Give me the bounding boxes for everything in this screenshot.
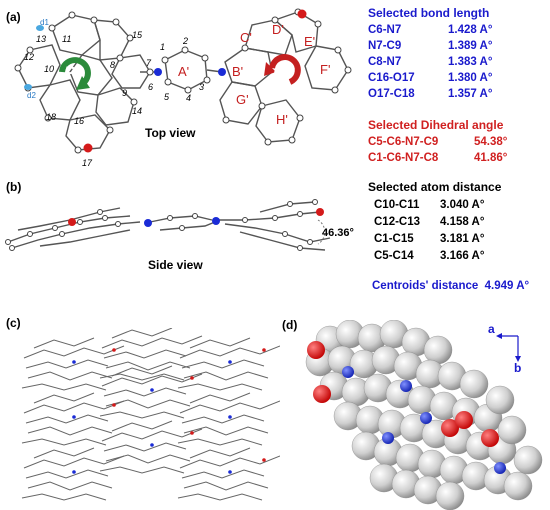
panel-label-b: (b): [6, 180, 22, 194]
atom-label-3: 3: [199, 82, 204, 92]
chirality-label-m: M: [272, 67, 287, 86]
atom-label-9: 9: [122, 88, 127, 98]
oxygen-atom-right: [297, 9, 307, 19]
atom-label-16: 16: [74, 116, 84, 126]
atom-label-6: 6: [148, 82, 153, 92]
caption-side-view: Side view: [148, 258, 203, 272]
dihedral-title: Selected Dihedral angle: [368, 118, 504, 132]
ring-label-f: F': [320, 62, 330, 77]
atom-label-8: 8: [110, 60, 115, 70]
panel-label-c: (c): [6, 316, 21, 330]
atom-label-11: 11: [62, 34, 71, 44]
ring-label-d: D': [272, 22, 284, 37]
ring-label-a: A': [178, 64, 189, 79]
panel-label-a: (a): [6, 10, 21, 24]
ring-label-c: C': [240, 30, 252, 45]
nitrogen-atom-right: [218, 68, 226, 76]
p-helicity-arrow-icon: [59, 57, 91, 87]
atom-label-12: 12: [24, 52, 34, 62]
axis-label-b: b: [514, 361, 521, 375]
ring-label-e: E': [304, 34, 315, 49]
m-helicity-arrow-icon: [269, 54, 301, 85]
centroids-distance: Centroids' distance 4.949 A°: [372, 280, 530, 292]
axis-label-a: a: [488, 322, 495, 336]
side-view-molecule: 46.36°: [5, 199, 354, 251]
atom-label-1: 1: [160, 42, 165, 52]
atom-label-10: 10: [44, 64, 54, 74]
panel-label-d: (d): [282, 318, 298, 332]
atom-distance-title: Selected atom distance: [368, 180, 502, 194]
chirality-label-p: P: [64, 63, 76, 82]
oxygen-atom-left: [83, 143, 93, 153]
nitrogen-atom-left: [154, 68, 162, 76]
atom-label-13: 13: [36, 34, 46, 44]
atom-label-5: 5: [164, 92, 170, 102]
top-view-molecule: 13 11 15 12 10 8 7 6 1 2 3 4 5 9 14 18 1…: [14, 8, 352, 168]
caption-top-view: Top view: [145, 126, 196, 140]
bond-length-title: Selected bond length: [368, 6, 490, 20]
ring-label-b: B': [232, 64, 243, 79]
atom-label-4: 4: [186, 93, 191, 103]
atom-label-17: 17: [82, 158, 93, 168]
space-filling-image: a b: [305, 320, 543, 510]
centroid-label-d2: d2: [27, 91, 36, 100]
centroid-d2-dot: [24, 84, 32, 90]
ring-label-h: H': [276, 112, 288, 127]
atom-label-18: 18: [46, 112, 56, 122]
axis-indicator-icon: [500, 335, 519, 358]
atom-label-2: 2: [182, 36, 188, 46]
crystal-packing-image: [21, 328, 280, 501]
atom-label-14: 14: [132, 106, 142, 116]
atom-label-7: 7: [146, 58, 152, 68]
atom-label-15: 15: [132, 30, 143, 40]
ring-label-g: G': [236, 92, 249, 107]
centroid-d1-dot: [36, 25, 44, 31]
side-angle-label: 46.36°: [322, 227, 354, 239]
centroid-label-d1: d1: [40, 18, 49, 27]
